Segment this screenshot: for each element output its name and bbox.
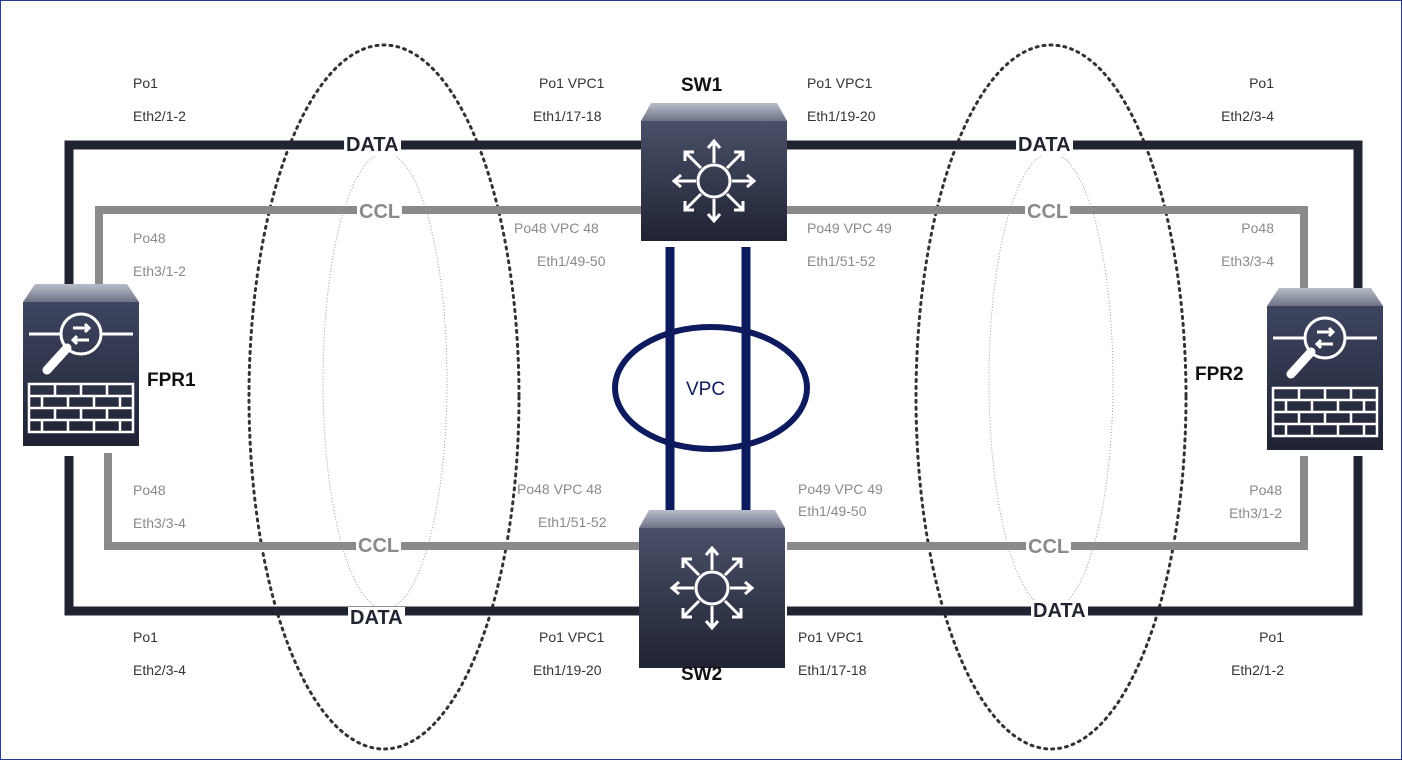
ccl-link-label: CCL <box>357 201 403 223</box>
port-label: Po1 <box>133 629 158 645</box>
port-label: Po48 VPC 48 <box>517 481 602 497</box>
port-label: Po1 VPC1 <box>539 629 605 645</box>
cluster-ellipse-right-outer <box>914 43 1188 751</box>
data-link-fpr1-sw1 <box>64 140 641 289</box>
ccl-link-fpr1-sw2 <box>104 453 641 550</box>
layer3-switch-icon <box>639 510 785 668</box>
port-label: Po1 <box>1249 75 1274 91</box>
port-label: Eth2/3-4 <box>133 662 186 678</box>
ccl-link-label: CCL <box>1025 201 1071 223</box>
port-label: Po49 VPC 49 <box>807 220 892 236</box>
port-label: Eth1/17-18 <box>798 662 867 678</box>
port-label: Po49 VPC 49 <box>798 481 883 497</box>
ccl-link-label: CCL <box>1026 536 1072 558</box>
sw2-name: SW2 <box>681 664 723 685</box>
port-label: Eth2/1-2 <box>1231 662 1284 678</box>
data-link-fpr2-sw2 <box>787 456 1363 616</box>
fpr1-name: FPR1 <box>147 370 196 391</box>
port-label: Eth3/3-4 <box>1221 253 1274 269</box>
ccl-link-fpr2-sw1 <box>787 206 1308 291</box>
layer3-switch-icon <box>641 103 787 241</box>
data-link-label: DATA <box>1016 134 1073 156</box>
port-label: Po48 <box>133 230 166 246</box>
port-label: Eth1/49-50 <box>537 253 606 269</box>
port-label: Po1 VPC1 <box>798 629 864 645</box>
ccl-link-label: CCL <box>356 535 402 557</box>
port-label: Eth2/3-4 <box>1221 108 1274 124</box>
port-label: Eth1/19-20 <box>807 108 876 124</box>
port-label: Po1 VPC1 <box>807 75 873 91</box>
fpr2-name: FPR2 <box>1195 364 1244 385</box>
firepower-firewall-icon <box>1267 288 1383 450</box>
cluster-ellipse-left-outer <box>247 43 521 751</box>
port-label: Po1 <box>133 75 158 91</box>
port-label: Eth1/17-18 <box>533 108 602 124</box>
port-label: Po48 VPC 48 <box>514 220 599 236</box>
port-label: Eth2/1-2 <box>133 108 186 124</box>
ccl-link-fpr2-sw2 <box>787 456 1308 550</box>
data-link-fpr1-sw2 <box>64 456 641 616</box>
port-label: Eth1/19-20 <box>533 662 602 678</box>
port-label: Eth1/49-50 <box>798 503 867 519</box>
port-label: Po1 <box>1259 629 1284 645</box>
port-label: Eth3/1-2 <box>133 263 186 279</box>
port-label: Po1 VPC1 <box>539 75 605 91</box>
data-link-fpr2-sw1 <box>787 140 1363 291</box>
port-label: Eth3/1-2 <box>1229 505 1282 521</box>
port-label: Eth3/3-4 <box>133 515 186 531</box>
port-label: Po48 <box>133 482 166 498</box>
port-label: Po48 <box>1249 482 1282 498</box>
ccl-link-fpr1-sw1 <box>95 206 641 289</box>
data-link-label: DATA <box>1031 600 1088 622</box>
firepower-firewall-icon <box>23 284 139 446</box>
port-label: Eth1/51-52 <box>807 253 876 269</box>
port-label: Eth1/51-52 <box>538 514 607 530</box>
data-link-label: DATA <box>344 134 401 156</box>
data-link-label: DATA <box>348 607 405 629</box>
port-label: Po48 <box>1241 220 1274 236</box>
vpc-label: VPC <box>686 379 726 400</box>
sw1-name: SW1 <box>681 75 723 96</box>
vpc-ellipse <box>612 324 810 452</box>
